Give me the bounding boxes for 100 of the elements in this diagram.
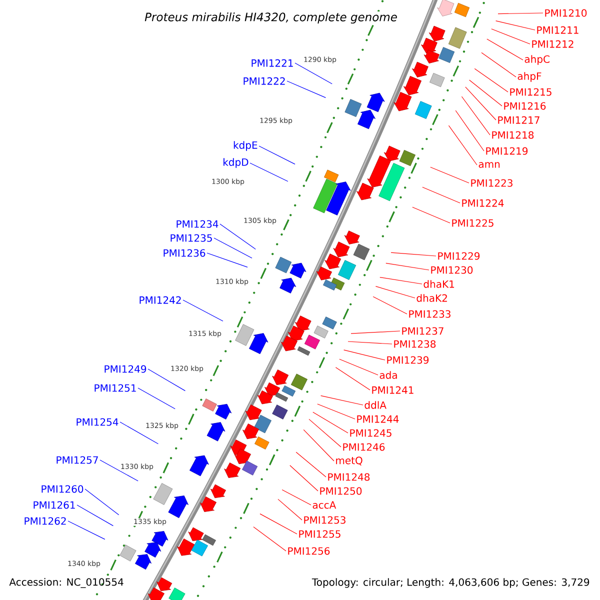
gene-label: PMI1235 — [170, 234, 212, 242]
gene-label: PMI1239 — [387, 356, 429, 364]
gene-label: PMI1254 — [76, 418, 118, 426]
leader-line — [312, 412, 348, 434]
leader-line — [206, 252, 248, 268]
gene-label: PMI1256 — [288, 547, 330, 555]
leader-line — [486, 38, 524, 60]
gene-label: PMI1242 — [140, 296, 181, 304]
gene-label: PMI1234 — [176, 220, 218, 228]
summary-text: Topology: circular; Length: 4,063,606 bp; Genes: 3,729 — [312, 578, 590, 588]
gene-label: PMI1230 — [431, 266, 473, 274]
gene-label: PMI1261 — [34, 501, 75, 509]
leader-line — [469, 80, 502, 106]
gene-label: PMI1238 — [394, 340, 436, 348]
leader-line — [286, 80, 326, 98]
gene-label: PMI1224 — [462, 199, 504, 207]
gene-label: PMI1221 — [252, 59, 293, 67]
gene-label: dhaK2 — [416, 294, 447, 302]
gene-label: ahpC — [524, 55, 550, 65]
leader-line — [350, 330, 400, 334]
accession-text: Accession: NC_010554 — [9, 578, 124, 588]
leader-line — [282, 489, 312, 506]
gene-label: PMI1245 — [350, 429, 392, 437]
gene-label: kdpE — [234, 141, 258, 151]
gene-label: PMI1222 — [244, 77, 285, 85]
gene-label: PMI1260 — [42, 485, 84, 493]
gene-label: PMI1236 — [164, 249, 206, 257]
gene-label: accA — [312, 501, 336, 509]
leader-line — [390, 252, 436, 256]
leader-line — [120, 422, 158, 444]
leader-line — [148, 368, 186, 392]
gene-label: metQ — [336, 456, 362, 466]
leader-line — [422, 186, 460, 204]
leader-line — [100, 460, 138, 482]
leader-line — [294, 62, 332, 84]
gene-label: PMI1250 — [320, 487, 362, 495]
leader-line — [481, 52, 516, 78]
leader-line — [491, 28, 530, 44]
leader-line — [455, 110, 484, 152]
gene-label: PMI1244 — [357, 415, 399, 423]
gene-label: ddlA — [364, 401, 386, 409]
gene-label: PMI1210 — [545, 9, 587, 17]
gene-label: PMI1255 — [299, 530, 340, 538]
leader-line — [496, 20, 536, 30]
gene-label: PMI1253 — [304, 516, 346, 524]
gene-label: PMI1257 — [56, 456, 98, 464]
leader-line — [253, 526, 286, 552]
leader-line — [68, 520, 106, 540]
leader-line — [339, 358, 378, 376]
gene-label: PMI1251 — [94, 384, 136, 392]
leader-line — [214, 238, 252, 258]
gene-label: PMI1246 — [343, 443, 385, 451]
leader-line — [182, 300, 224, 322]
gene-label: PMI1225 — [452, 219, 494, 227]
leader-line — [430, 166, 470, 184]
gene-label: PMI1219 — [486, 147, 528, 155]
leader-line — [448, 125, 478, 166]
leader-line — [372, 296, 408, 314]
gene-label: dhaK1 — [424, 280, 454, 288]
leader-line — [303, 429, 334, 462]
gene-label: kdpD — [224, 158, 248, 168]
leader-line — [412, 206, 450, 224]
leader-line — [278, 498, 302, 520]
leader-line — [250, 162, 288, 182]
gene-label: ahpF — [518, 72, 542, 82]
leader-line — [258, 146, 296, 164]
leader-line — [348, 341, 392, 344]
leader-line — [260, 514, 298, 534]
gene-label: amn — [478, 162, 500, 168]
gene-label: PMI1223 — [471, 179, 512, 187]
leader-line — [380, 277, 422, 284]
leader-line — [138, 388, 176, 410]
gene-label: PMI1229 — [438, 252, 480, 260]
gene-label: PMI1237 — [402, 327, 444, 335]
leader-line — [308, 418, 342, 448]
leader-line — [375, 286, 416, 298]
gene-label: PMI1248 — [328, 473, 370, 481]
gene-label: PMI1217 — [498, 116, 540, 124]
title: Proteus mirabilis HI4320, complete genome — [144, 11, 398, 25]
gene-label: PMI1215 — [510, 88, 552, 96]
leader-line — [220, 224, 256, 250]
leader-line — [290, 465, 318, 492]
leader-line — [461, 96, 490, 136]
gene-label: PMI1241 — [372, 386, 414, 394]
leader-line — [317, 404, 356, 420]
leader-line — [498, 12, 544, 14]
leader-line — [465, 86, 496, 120]
gene-label: PMI1216 — [504, 102, 546, 110]
leader-line — [335, 367, 370, 390]
leader-line — [76, 504, 114, 526]
gene-label: PMI1211 — [537, 26, 578, 34]
gene-label: PMI1233 — [409, 310, 450, 318]
gene-label: PMI1218 — [492, 131, 534, 139]
leader-line — [296, 452, 326, 478]
gene-label: PMI1212 — [532, 40, 574, 48]
gene-label: PMI1249 — [104, 365, 146, 373]
leader-line — [474, 68, 508, 92]
leader-line — [320, 395, 364, 406]
leader-line — [84, 488, 120, 516]
gene-label: PMI1262 — [24, 517, 66, 525]
